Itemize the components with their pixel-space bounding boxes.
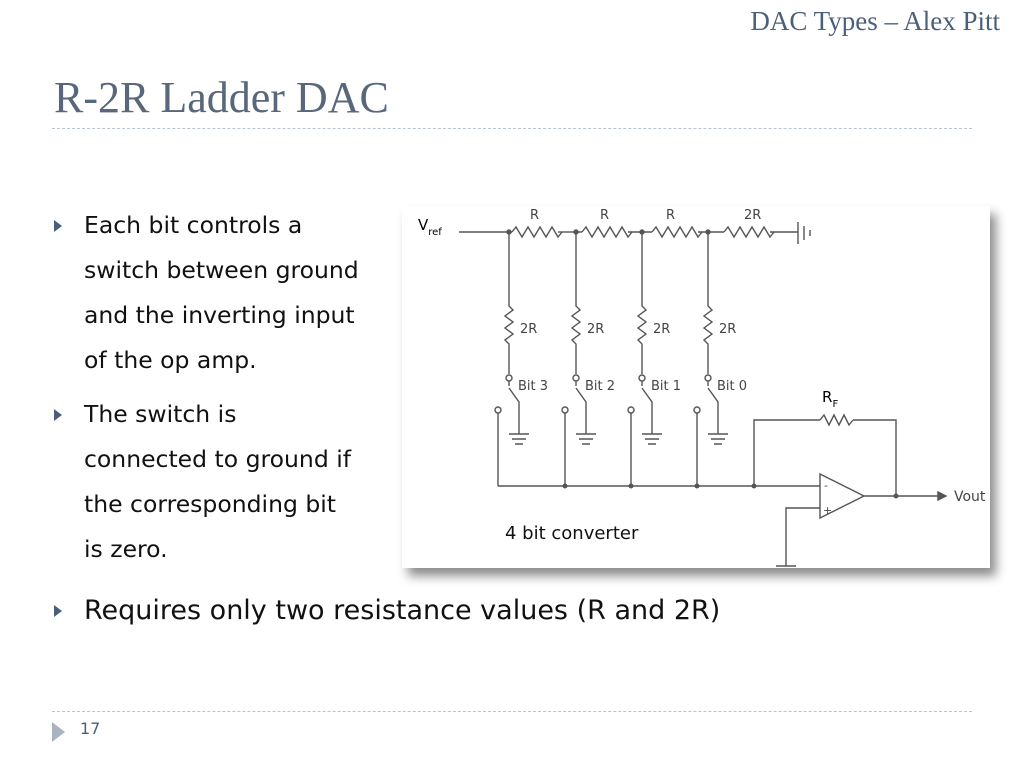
ladder-branch-3 — [494, 232, 529, 486]
series-resistor-label: R — [666, 208, 675, 223]
branch-resistor-label: 2R — [653, 322, 670, 337]
ladder-branch-0 — [693, 232, 728, 486]
ground-icon — [776, 565, 796, 567]
bullet-arrow-icon — [54, 409, 62, 421]
bit-label: Bit 2 — [585, 379, 615, 394]
branch-resistor-label: 2R — [520, 322, 537, 337]
bit-label: Bit 0 — [717, 379, 747, 394]
bullet-arrow-icon — [54, 605, 62, 617]
ground-icon — [797, 222, 811, 244]
bullet-text: The switch is connected to ground if the… — [84, 400, 352, 563]
feedback-path — [753, 419, 820, 486]
footer-divider — [52, 711, 972, 712]
resistor-r1 — [511, 225, 563, 239]
circuit-diagram: Vref R R R 2R — [402, 206, 990, 568]
bullet-text: Each bit controls a switch between groun… — [84, 211, 359, 374]
vout-label: Vout — [954, 489, 986, 505]
opamp-plus: + — [823, 504, 832, 517]
footer-arrow-icon — [52, 722, 65, 742]
bullet-2: The switch is connected to ground if the… — [54, 392, 399, 572]
ladder-branch-1 — [627, 232, 662, 486]
bullet-text: Requires only two resistance values (R a… — [84, 595, 721, 626]
resistor-r2 — [581, 225, 633, 239]
op-amp — [819, 472, 866, 520]
title-divider — [52, 128, 972, 129]
series-resistor-label: 2R — [744, 208, 761, 223]
page-number: 17 — [80, 719, 101, 738]
rf-label: RF — [822, 388, 838, 410]
header-text: DAC Types – Alex Pitt — [750, 6, 1000, 36]
slide-title: R-2R Ladder DAC — [54, 73, 389, 122]
ladder-branch-2 — [561, 232, 596, 486]
bullet-3: Requires only two resistance values (R a… — [54, 588, 954, 633]
branch-resistor-label: 2R — [719, 322, 736, 337]
branch-resistor-label: 2R — [587, 322, 604, 337]
resistor-r3 — [651, 225, 703, 239]
series-resistor-label: R — [600, 208, 609, 223]
series-resistor-label: R — [530, 208, 539, 223]
bit-label: Bit 1 — [651, 379, 681, 394]
resistor-2r-term — [723, 225, 775, 239]
bit-label: Bit 3 — [518, 379, 548, 394]
bullet-arrow-icon — [54, 220, 62, 232]
opamp-minus: - — [824, 479, 828, 492]
bullet-1: Each bit controls a switch between groun… — [54, 203, 399, 383]
diagram-caption: 4 bit converter — [505, 523, 639, 544]
feedback-resistor — [819, 413, 854, 427]
vref-label: Vref — [418, 216, 442, 238]
